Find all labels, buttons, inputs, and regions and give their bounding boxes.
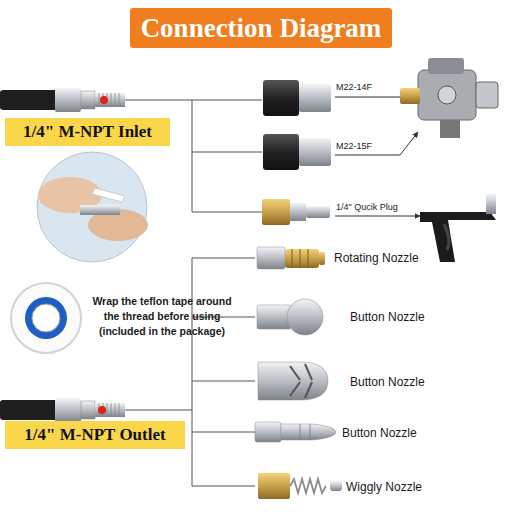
bracket-lines-part (125, 258, 255, 486)
inlet-hose (0, 88, 125, 112)
part-label: M22-15F (336, 141, 372, 152)
outlet-hose-part (0, 400, 58, 420)
spray-gun-part (420, 212, 496, 262)
tape-photo-part (37, 152, 147, 262)
outlet-hose-part (81, 401, 95, 419)
pressure-pump-part (400, 88, 420, 104)
teflon-tape (11, 283, 81, 353)
rotating-nozzle-part (292, 249, 308, 268)
part-label: Wiggly Nozzle (346, 480, 422, 494)
port-label: 1/4" M-NPT Outlet (24, 425, 165, 445)
leader-arrows (335, 97, 420, 216)
port-label-box: 1/4" M-NPT Outlet (5, 421, 185, 449)
outlet-hose-part (95, 403, 125, 417)
button-nozzle (255, 422, 336, 442)
m22-coupler-part (299, 138, 331, 166)
rotating-nozzle (257, 247, 325, 269)
outlet-hose (0, 398, 125, 422)
leader-arrows-part (335, 132, 418, 155)
button-nozzle-part (258, 362, 328, 400)
wiggly-nozzle (258, 473, 342, 499)
inlet-hose-part (81, 91, 95, 109)
pressure-pump-part (438, 86, 456, 104)
port-label-box: 1/4" M-NPT Inlet (5, 118, 170, 146)
button-nozzle-part (255, 422, 281, 442)
button-nozzle-part (287, 299, 323, 335)
pressure-pump-part (428, 58, 464, 74)
pressure-pump-part (476, 82, 498, 108)
m22-coupler (263, 80, 331, 116)
button-nozzle-part (281, 424, 336, 440)
outlet-hose-part (99, 403, 119, 417)
outlet-hose-part (98, 406, 106, 414)
part-label: 1/4" Qucik Plug (336, 202, 398, 213)
tape-photo-part (92, 188, 125, 202)
note-text: Wrap the teflon tape around the thread b… (86, 294, 238, 340)
spray-gun-part (486, 194, 496, 214)
wiggly-nozzle-part (330, 481, 342, 491)
wiggly-nozzle-part (258, 473, 290, 499)
pressure-pump (400, 58, 498, 138)
spray-gun (420, 194, 496, 262)
m22-coupler-part (299, 84, 331, 112)
button-nozzle (258, 362, 328, 400)
inlet-hose-part (0, 90, 58, 110)
button-nozzle-part (300, 424, 310, 440)
tape-photo-part (80, 205, 120, 215)
m22-coupler (263, 134, 331, 170)
part-label: Button Nozzle (350, 375, 425, 389)
quick-plug-part (306, 206, 330, 218)
inlet-hose-part (95, 93, 125, 107)
button-nozzle-part (290, 364, 312, 398)
pressure-pump-part (418, 70, 476, 120)
inlet-hose-part (99, 93, 119, 107)
inlet-hose-part (100, 96, 108, 104)
wiggly-nozzle-part (290, 479, 326, 493)
title-banner: Connection Diagram (130, 8, 392, 48)
tape-photo (37, 152, 148, 262)
part-label: M22-14F (336, 82, 372, 93)
button-nozzle (257, 299, 323, 335)
rotating-nozzle-part (257, 247, 285, 269)
m22-coupler-part (263, 80, 299, 116)
rotating-nozzle-part (285, 249, 319, 268)
teflon-tape-part (25, 297, 67, 339)
quick-plug-part (290, 203, 306, 221)
quick-plug (262, 199, 330, 225)
outlet-hose-part (55, 398, 81, 422)
rotating-nozzle-part (319, 252, 325, 265)
leader-arrows-part (335, 97, 405, 98)
m22-coupler-part (263, 134, 299, 170)
inlet-hose-part (55, 88, 81, 112)
teflon-tape-part (32, 304, 60, 332)
button-nozzle-part (257, 305, 291, 329)
part-label: Button Nozzle (342, 426, 417, 440)
leader-arrows-part (335, 216, 420, 217)
port-label: 1/4" M-NPT Inlet (23, 122, 152, 142)
teflon-tape-part (11, 283, 81, 353)
part-label: Button Nozzle (350, 310, 425, 324)
spray-gun-part (444, 224, 449, 250)
part-label: Rotating Nozzle (334, 251, 419, 265)
pressure-pump-part (440, 120, 460, 138)
quick-plug-part (262, 199, 290, 225)
